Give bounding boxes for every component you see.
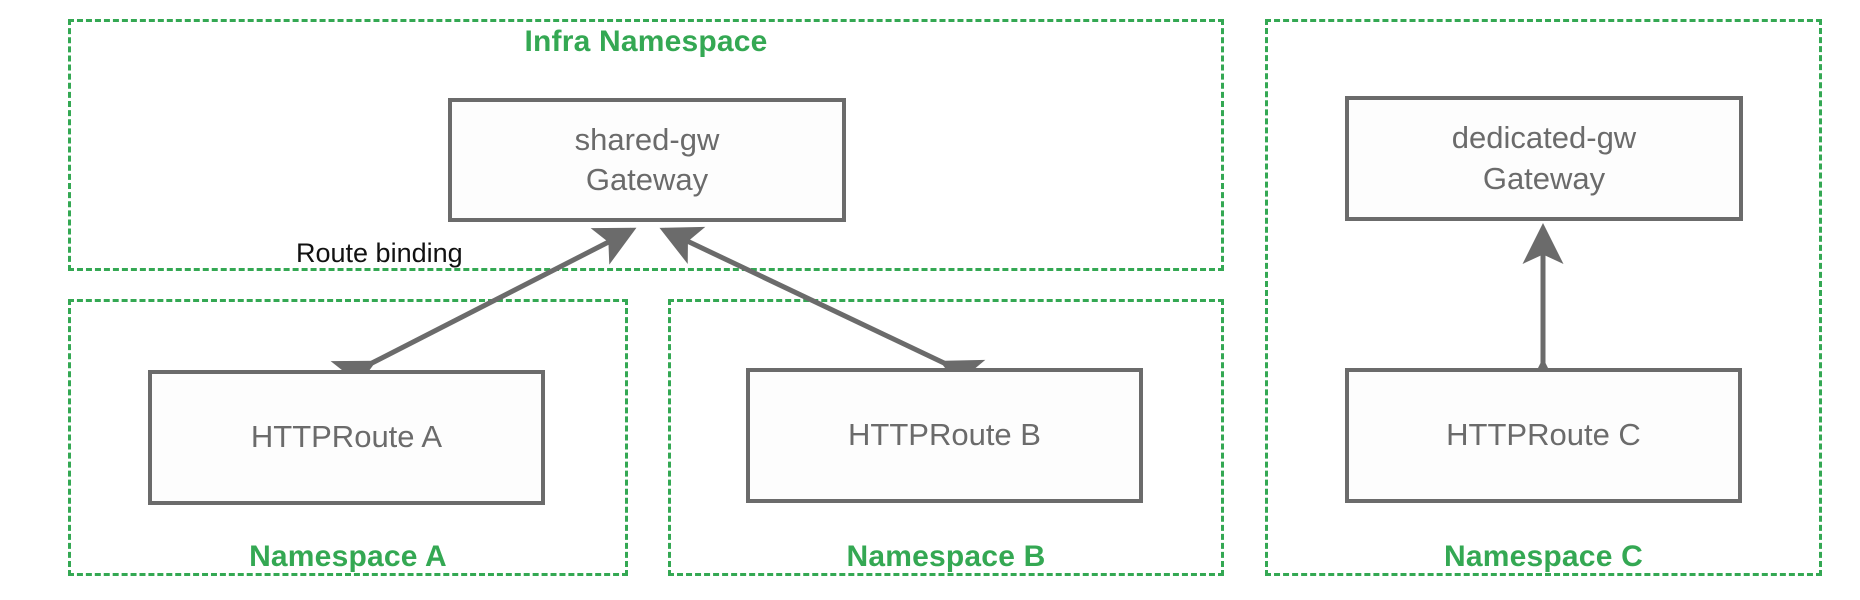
resource-name-route-b: HTTPRoute B	[848, 417, 1041, 453]
namespace-label-a: Namespace A	[249, 540, 447, 573]
resource-name-route-c: HTTPRoute C	[1446, 417, 1641, 453]
resource-kind-dedicated-gw: Gateway	[1482, 160, 1606, 196]
route-binding-label: Route binding	[296, 238, 463, 268]
resource-box-dedicated-gw[interactable]: dedicated-gw Gateway	[1345, 96, 1743, 221]
namespace-label-c: Namespace C	[1444, 540, 1643, 573]
resource-box-shared-gw[interactable]: shared-gw Gateway	[448, 98, 846, 222]
resource-name-dedicated-gw: dedicated-gw	[1451, 120, 1637, 156]
resource-kind-shared-gw: Gateway	[585, 162, 709, 197]
resource-name-shared-gw: shared-gw	[574, 121, 720, 157]
namespace-label-infra: Infra Namespace	[524, 25, 768, 58]
resource-box-route-a[interactable]: HTTPRoute A	[148, 370, 545, 505]
resource-name-route-a: HTTPRoute A	[250, 419, 443, 455]
namespace-label-b: Namespace B	[846, 540, 1046, 573]
namespace-box-infra	[68, 19, 1224, 271]
namespace-box-c	[1265, 19, 1822, 576]
resource-box-route-c[interactable]: HTTPRoute C	[1345, 368, 1742, 503]
resource-box-route-b[interactable]: HTTPRoute B	[746, 368, 1143, 503]
